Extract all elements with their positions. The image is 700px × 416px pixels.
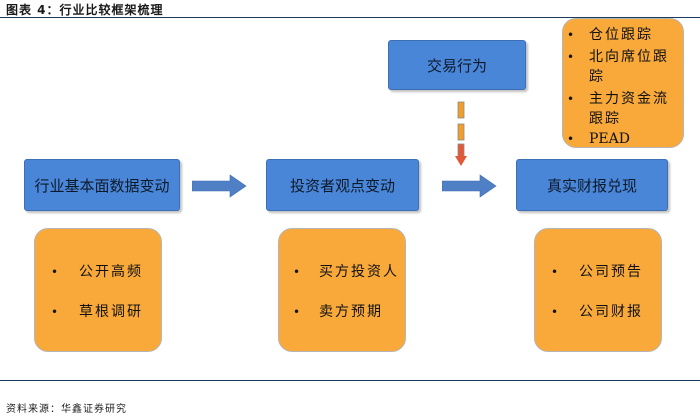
- realization-bullet-list: • 公司预告 • 公司财报: [551, 262, 661, 322]
- list-item: • 仓位跟踪: [567, 25, 683, 45]
- figure-title: 图表 4：行业比较框架梳理: [6, 3, 164, 17]
- bullet-text: PEAD: [589, 131, 630, 147]
- bullet-dot: •: [567, 50, 577, 64]
- right-arrow: [192, 174, 247, 198]
- bullet-dot: •: [567, 92, 577, 106]
- node-fundamentals: 行业基本面数据变动: [24, 159, 180, 211]
- node-views: 投资者观点变动: [266, 159, 419, 211]
- bullet-text: 卖方预期: [319, 304, 383, 320]
- list-item: • 买方投资人: [293, 262, 405, 282]
- trading-bullet-list: • 仓位跟踪 • 北向席位跟踪 • 主力资金流跟踪 • PEAD: [567, 25, 683, 147]
- list-item: • 主力资金流跟踪: [567, 89, 683, 129]
- bullet-dot: •: [51, 265, 61, 279]
- bullet-text: 公司预告: [579, 264, 643, 280]
- source-note: 资料来源：华鑫证券研究: [6, 404, 127, 415]
- bullet-text: 公开高频: [79, 264, 143, 280]
- list-item: • PEAD: [567, 129, 683, 147]
- node-trading: 交易行为: [388, 40, 526, 90]
- bullet-dot: •: [567, 28, 577, 42]
- bullet-text: 买方投资人: [319, 264, 399, 280]
- box-views-bullets: • 买方投资人 • 卖方预期: [278, 228, 406, 352]
- bullet-text: 草根调研: [79, 304, 143, 320]
- bullet-dot: •: [51, 305, 61, 319]
- bullet-text: 仓位跟踪: [589, 27, 653, 43]
- bullet-text: 北向席位跟踪: [589, 49, 669, 85]
- down-arrow-segment: [457, 123, 465, 141]
- fundamentals-bullet-list: • 公开高频 • 草根调研: [51, 262, 161, 322]
- bullet-text: 公司财报: [579, 304, 643, 320]
- top-rule: [0, 17, 700, 18]
- down-arrow-head: [455, 156, 467, 166]
- box-realization-bullets: • 公司预告 • 公司财报: [534, 228, 662, 352]
- bullet-dot: •: [567, 132, 577, 146]
- bullet-dot: •: [551, 265, 561, 279]
- list-item: • 公司财报: [551, 302, 661, 322]
- down-arrow: [455, 101, 467, 166]
- list-item: • 卖方预期: [293, 302, 405, 322]
- bullet-dot: •: [293, 305, 303, 319]
- down-arrow-segment: [457, 143, 465, 159]
- list-item: • 公开高频: [51, 262, 161, 282]
- box-trading-bullets: • 仓位跟踪 • 北向席位跟踪 • 主力资金流跟踪 • PEAD: [562, 18, 684, 148]
- right-arrow: [442, 174, 497, 198]
- list-item: • 北向席位跟踪: [567, 47, 683, 87]
- box-fundamentals-bullets: • 公开高频 • 草根调研: [34, 228, 162, 352]
- bottom-rule: [0, 380, 700, 381]
- bullet-text: 主力资金流跟踪: [589, 91, 669, 127]
- bullet-dot: •: [551, 305, 561, 319]
- views-bullet-list: • 买方投资人 • 卖方预期: [293, 262, 405, 322]
- list-item: • 公司预告: [551, 262, 661, 282]
- down-arrow-segment: [457, 101, 465, 119]
- list-item: • 草根调研: [51, 302, 161, 322]
- node-realization: 真实财报兑现: [516, 159, 668, 211]
- bullet-dot: •: [293, 265, 303, 279]
